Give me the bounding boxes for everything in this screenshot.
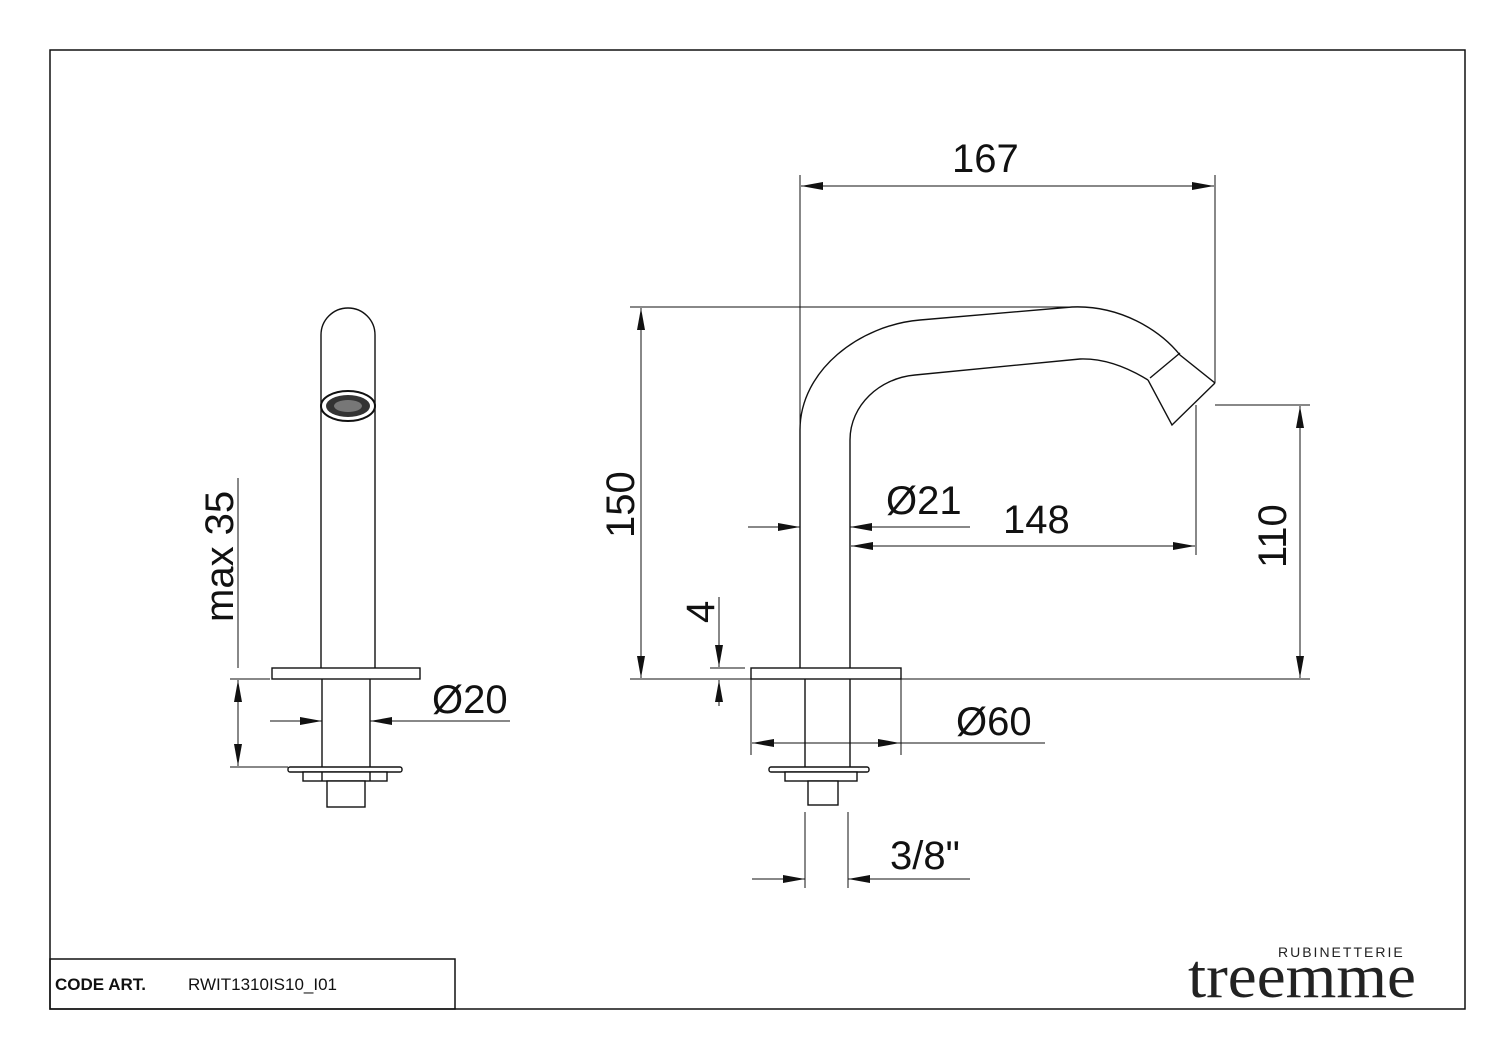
dim-thickness-4: 4 <box>679 601 723 623</box>
dim-height-110: 110 <box>1251 504 1295 568</box>
brand-logo: RUBINETTERIE treemme <box>1188 943 1416 1011</box>
drawing-frame <box>49 49 1466 1010</box>
front-view <box>750 306 1216 806</box>
dim-diameter-20: Ø20 <box>432 678 508 722</box>
code-art-value: RWIT1310IS10_I01 <box>188 975 337 994</box>
dim-thread-3-8: 3/8" <box>890 834 960 878</box>
side-view <box>271 307 421 808</box>
dim-diameter-21: Ø21 <box>886 479 962 523</box>
dim-diameter-60: Ø60 <box>956 700 1032 744</box>
brand-rubinetterie: RUBINETTERIE <box>1278 944 1405 960</box>
dim-width-167: 167 <box>952 137 1019 181</box>
dim-height-150: 150 <box>599 471 643 538</box>
title-block: CODE ART. RWIT1310IS10_I01 <box>49 958 456 1010</box>
dim-max-35: max 35 <box>198 491 242 622</box>
brand-treemme: treemme <box>1188 943 1416 1011</box>
code-art-label: CODE ART. <box>55 975 146 994</box>
dim-projection-148: 148 <box>1003 498 1070 542</box>
